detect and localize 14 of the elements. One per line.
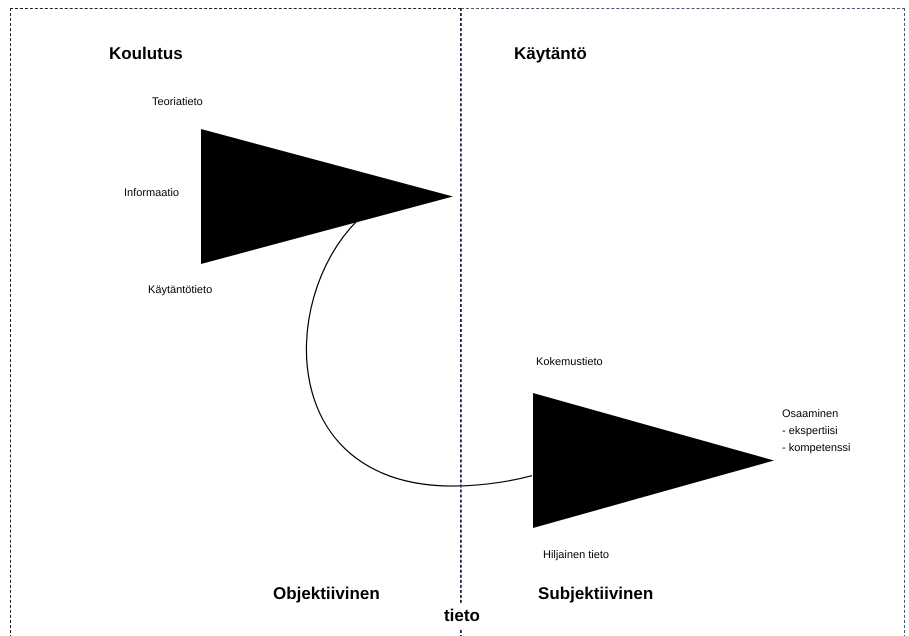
curved-connector — [306, 220, 532, 486]
node-caption: - kompetenssi — [782, 441, 850, 455]
node-caption: Informaatio — [124, 186, 180, 200]
node-caption: Kokemustieto — [536, 355, 603, 369]
node-caption: Osaaminen — [782, 407, 838, 421]
axis-label: Objektiivinen — [273, 583, 380, 605]
node-caption: Käytäntötieto — [148, 283, 212, 297]
axis-label: tieto — [444, 603, 480, 628]
node-caption: Teoriatieto — [152, 95, 203, 109]
panel-heading: Koulutus — [109, 43, 183, 65]
node-caption: - ekspertiisi — [782, 424, 838, 438]
panel-heading: Käytäntö — [514, 43, 587, 65]
node-caption: Hiljainen tieto — [543, 548, 610, 562]
axis-label: Subjektiivinen — [538, 583, 654, 605]
